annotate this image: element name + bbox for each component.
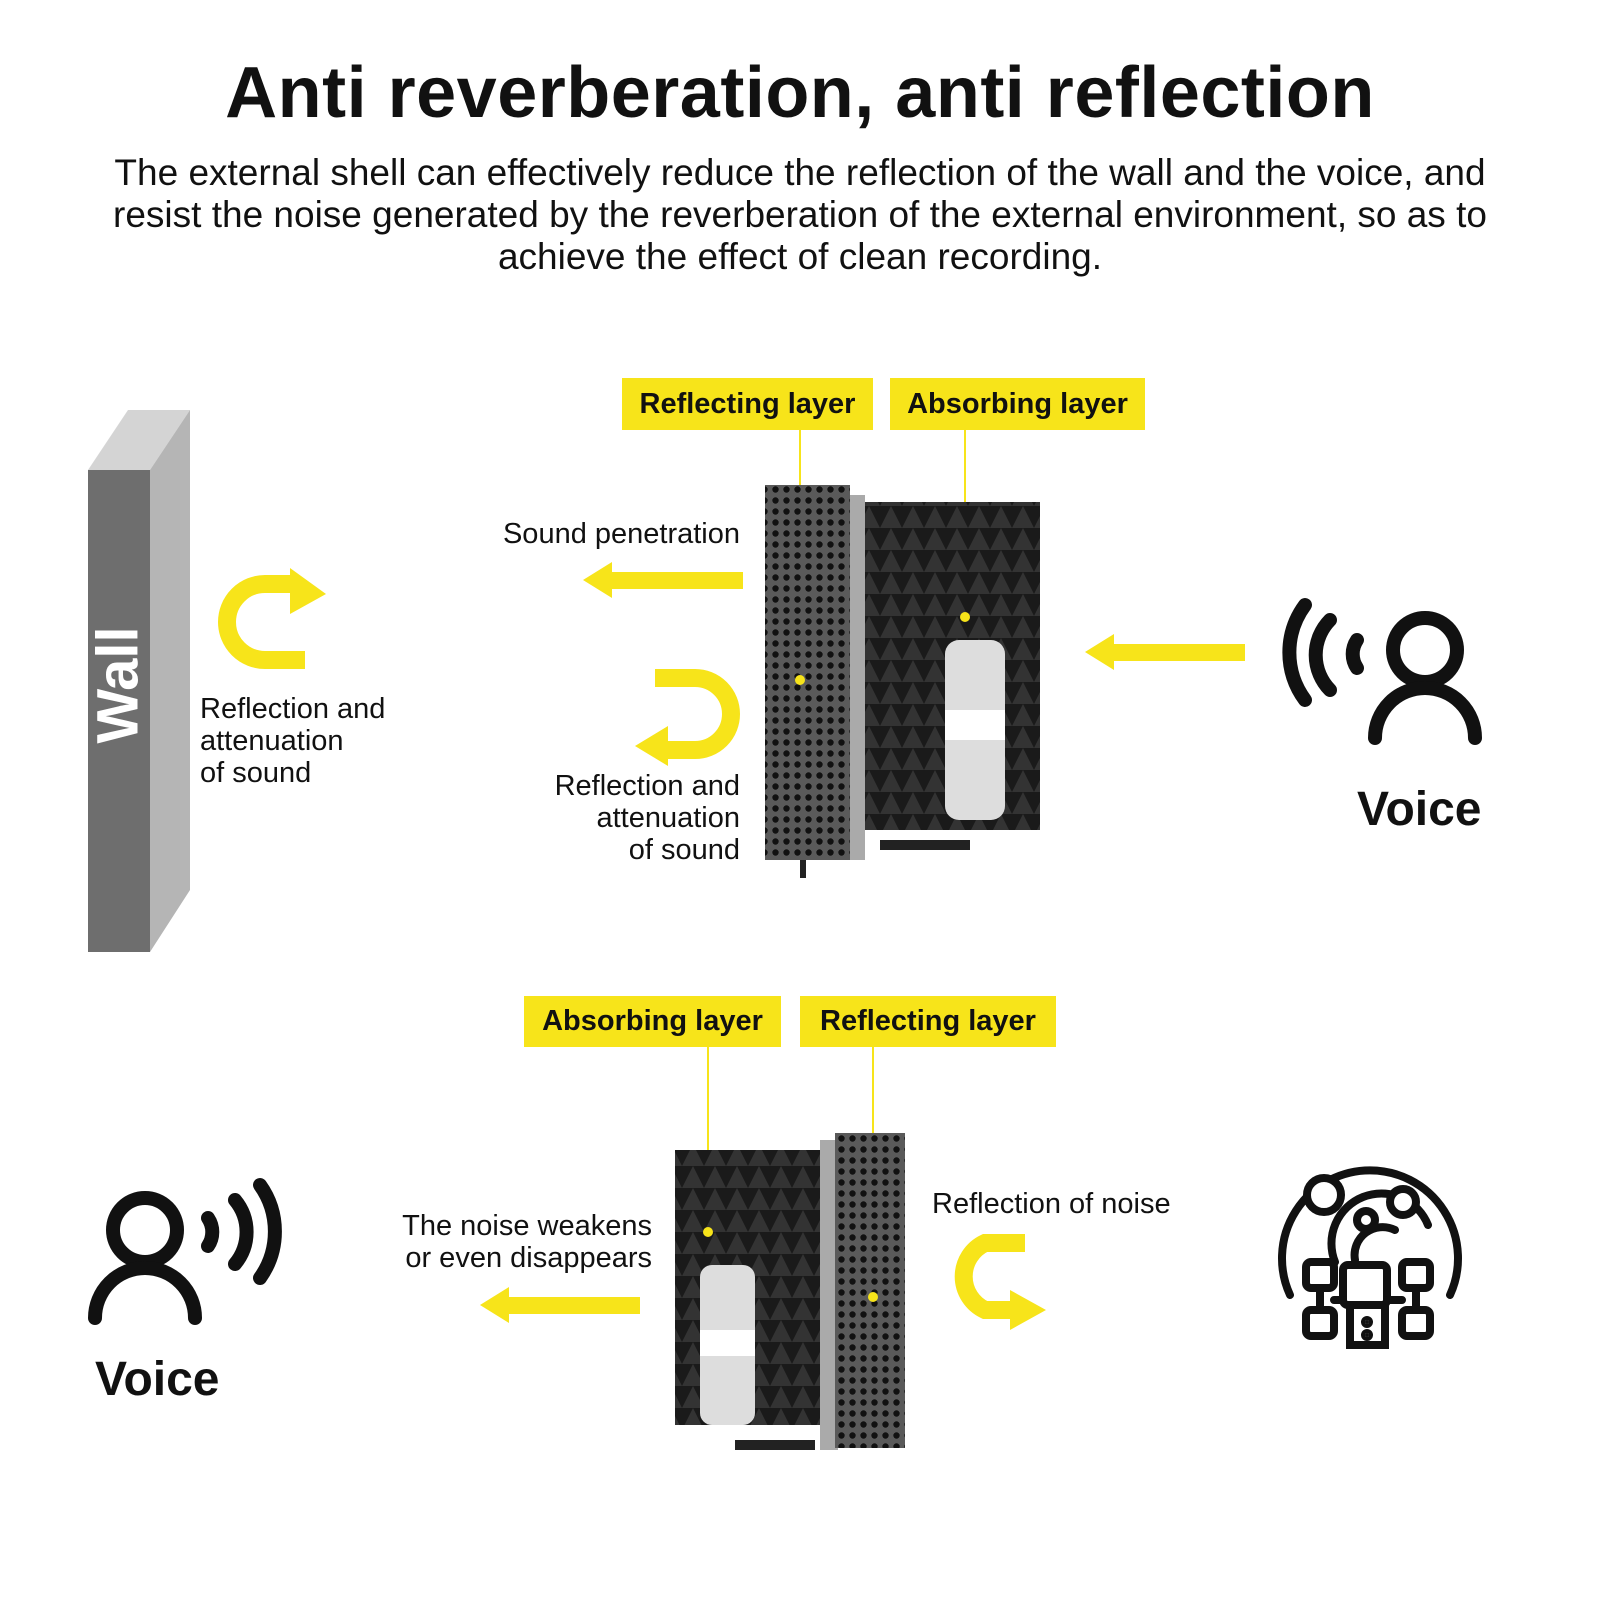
left-arrow-icon: [583, 562, 743, 598]
voice-speaker-icon: [88, 1178, 282, 1325]
page-title: Anti reverberation, anti reflection: [225, 53, 1375, 133]
reflection-of-noise-text: Reflection of noise: [932, 1188, 1171, 1220]
tag-reflecting-layer-top: Reflecting layer: [622, 378, 873, 430]
voice-label-bottom: Voice: [95, 1353, 220, 1406]
tag-reflecting-layer-bottom: Reflecting layer: [800, 996, 1056, 1047]
description: The external shell can effectively reduc…: [113, 152, 1487, 277]
tag-absorbing-layer-bottom: Absorbing layer: [524, 996, 781, 1047]
sound-penetration-text: Sound penetration: [502, 518, 740, 550]
voice-label-top: Voice: [1357, 783, 1482, 836]
noise-weakens-text: The noise weakens or even disappears: [402, 1210, 652, 1274]
wall-reflection-text: Reflection and attenuation of sound: [200, 693, 386, 789]
wall: [88, 410, 190, 952]
isolation-panel-top: [765, 485, 1040, 878]
left-arrow-icon: [480, 1287, 640, 1323]
curved-arrow-icon: [218, 575, 305, 669]
arrow-head: [290, 568, 326, 614]
panel-reflection-text: Reflection and attenuation of sound: [554, 770, 740, 866]
wall-label: Wall: [85, 626, 151, 744]
isolation-panel-bottom: [675, 1133, 905, 1450]
left-arrow-icon: [1085, 634, 1245, 670]
noise-network-icon: [1278, 1166, 1462, 1349]
voice-speaker-icon: [1282, 598, 1482, 745]
tag-absorbing-layer-top: Absorbing layer: [890, 378, 1145, 430]
curved-arrow-icon: [954, 1234, 1025, 1319]
u-turn-arrow-icon: [655, 669, 740, 759]
